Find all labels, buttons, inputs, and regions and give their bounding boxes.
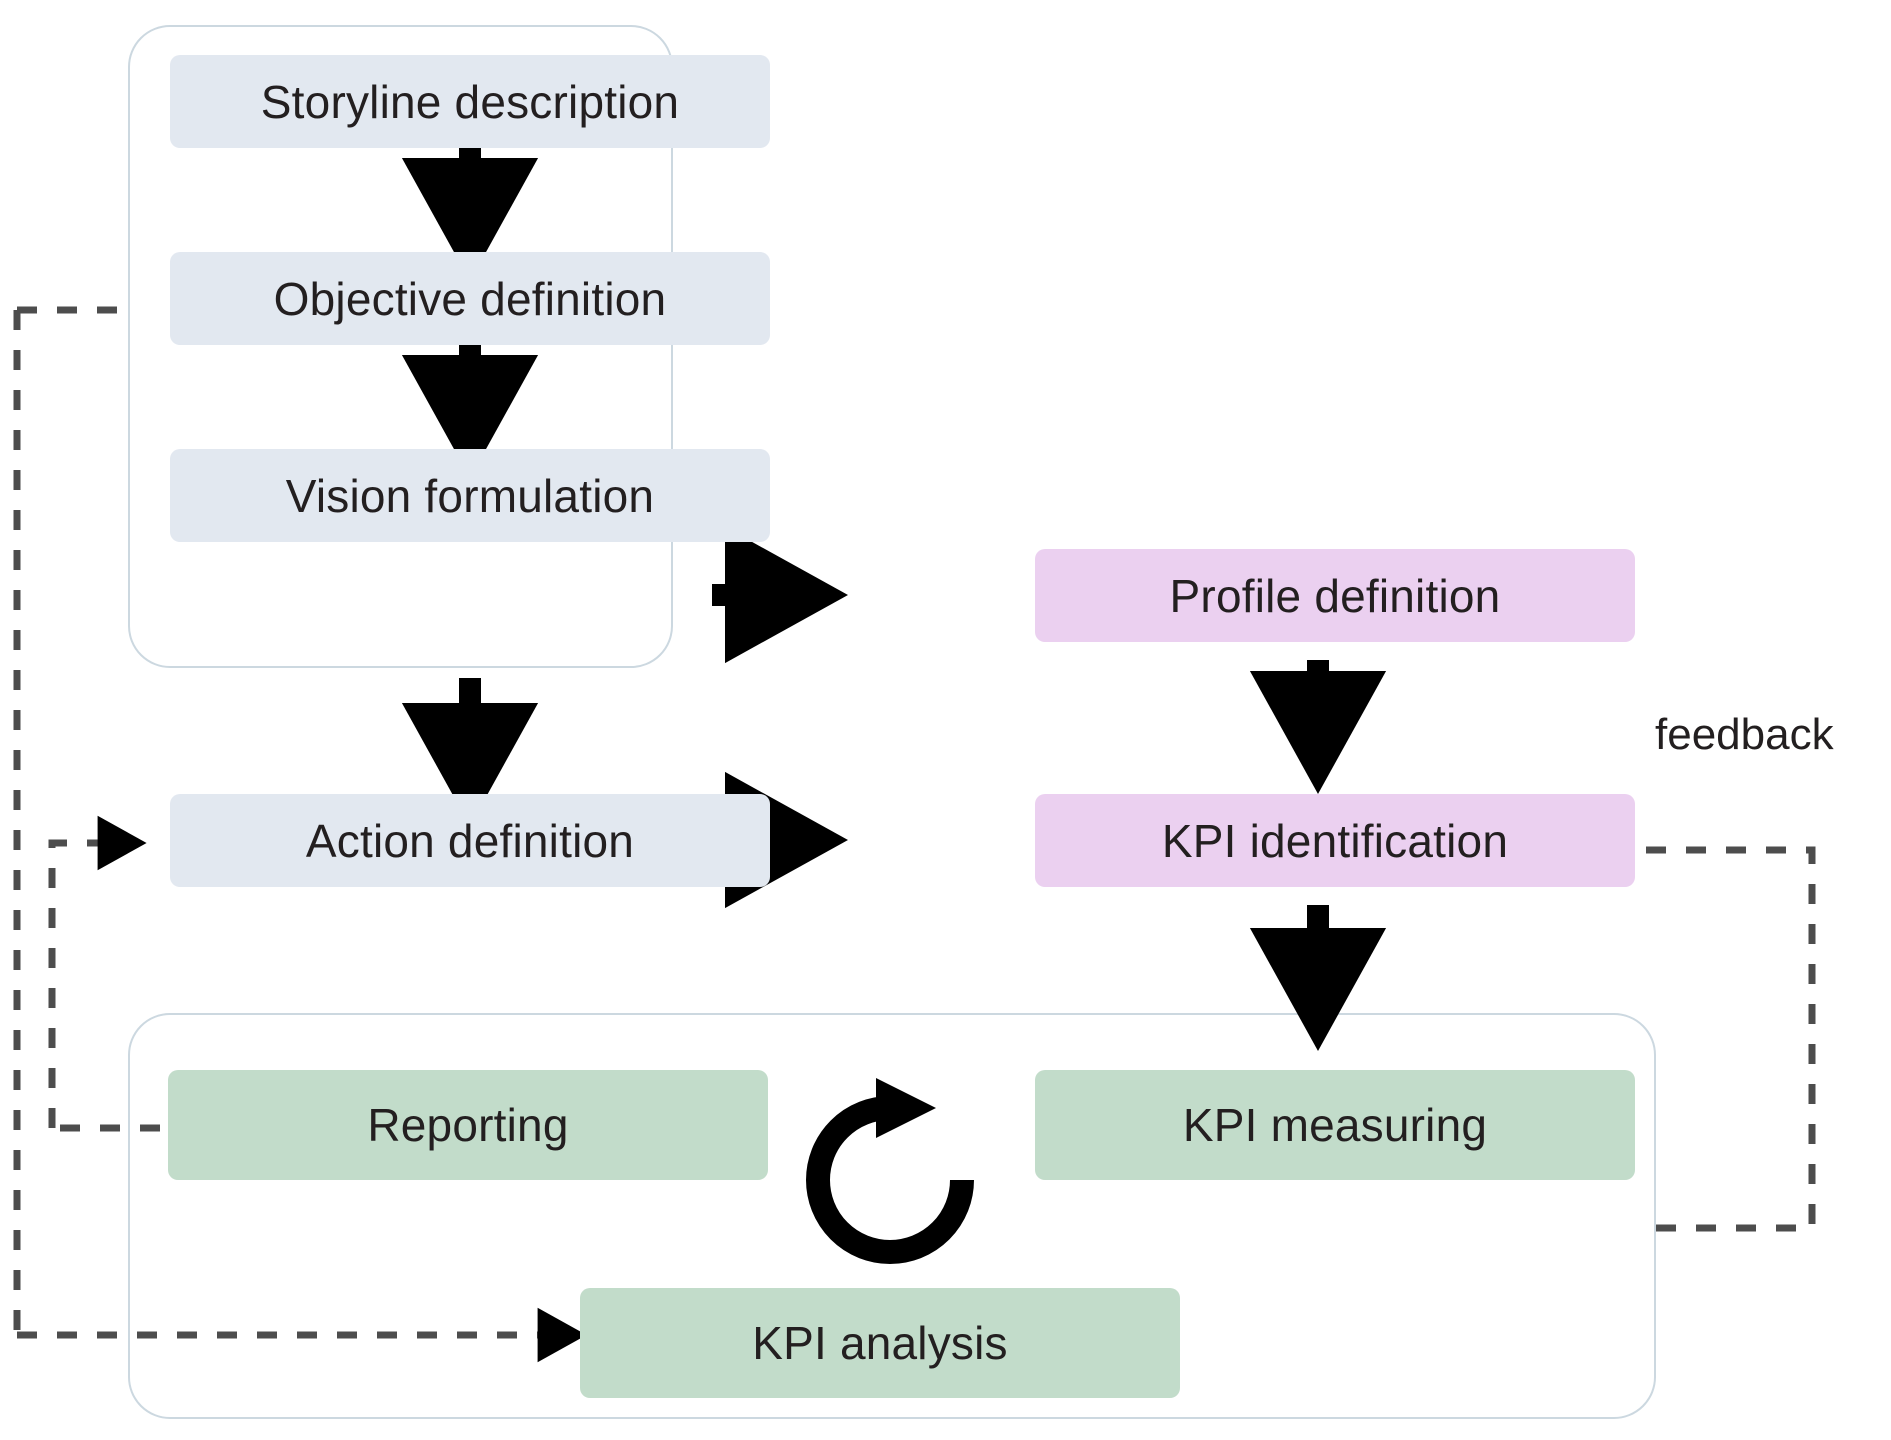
node-profile-definition[interactable]: Profile definition [1035, 549, 1635, 642]
strategy-group-container [128, 25, 673, 668]
node-storyline-description[interactable]: Storyline description [170, 55, 770, 148]
node-label: KPI analysis [752, 1317, 1008, 1369]
cycle-refresh-icon [806, 1078, 974, 1264]
node-label: KPI measuring [1182, 1099, 1488, 1151]
feedback-edge-label: feedback [1655, 710, 1834, 759]
node-kpi-identification[interactable]: KPI identification [1035, 794, 1635, 887]
node-action-definition[interactable]: Action definition [170, 794, 770, 887]
node-label: Reporting [367, 1099, 569, 1151]
node-label: Storyline description [260, 75, 680, 128]
node-objective-definition[interactable]: Objective definition [170, 252, 770, 345]
edge-reporting-to-action-dashed [48, 815, 147, 1128]
node-label: Profile definition [1169, 569, 1501, 622]
node-label: Vision formulation [285, 469, 655, 522]
node-kpi-analysis[interactable]: KPI analysis [580, 1288, 1180, 1398]
node-vision-formulation[interactable]: Vision formulation [170, 449, 770, 542]
node-label: Objective definition [273, 272, 667, 325]
node-reporting[interactable]: Reporting [168, 1070, 768, 1180]
node-label: Action definition [305, 814, 635, 867]
node-kpi-measuring[interactable]: KPI measuring [1035, 1070, 1635, 1180]
node-label: KPI identification [1161, 814, 1509, 867]
